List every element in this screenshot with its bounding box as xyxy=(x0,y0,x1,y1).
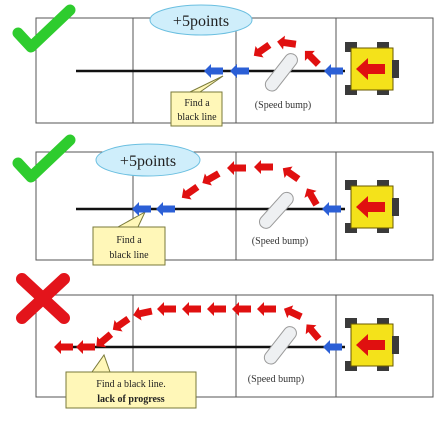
red-arrow xyxy=(207,302,226,316)
red-arrow xyxy=(91,328,116,352)
blue-arrows xyxy=(323,340,342,354)
red-arrow xyxy=(76,340,95,354)
red-arrows xyxy=(177,160,323,209)
red-arrow xyxy=(301,319,325,344)
robot xyxy=(345,42,399,95)
speed-bump xyxy=(264,53,298,92)
note-line-2: black line xyxy=(177,112,217,123)
note-box xyxy=(92,226,166,266)
blue-arrow xyxy=(230,64,249,78)
note-callout: Find a black line xyxy=(92,210,166,266)
red-arrow xyxy=(54,340,73,354)
robot xyxy=(345,318,399,371)
panel-2-frame xyxy=(35,151,434,261)
note-callout: Find a black line. lack of progress xyxy=(65,353,197,409)
points-label: +5points xyxy=(173,13,229,30)
panel-3-frame xyxy=(35,294,434,398)
red-arrow xyxy=(249,39,274,62)
panel-3: (Speed bump) Find a black line. lack of … xyxy=(16,273,434,409)
red-arrow xyxy=(108,313,133,336)
note-line-2: black line xyxy=(109,250,149,261)
speed-bump xyxy=(259,191,294,229)
red-arrow xyxy=(280,302,305,324)
points-bubble xyxy=(149,4,253,36)
red-arrow xyxy=(300,184,323,209)
check-icon xyxy=(12,4,76,53)
red-arrow xyxy=(131,304,154,322)
red-arrow xyxy=(182,302,201,316)
red-arrow xyxy=(157,302,176,316)
cross-icon xyxy=(16,273,70,324)
note-box xyxy=(65,371,197,409)
speed-bump-label: (Speed bump) xyxy=(252,236,308,247)
blue-arrow xyxy=(322,202,341,216)
check-icon xyxy=(12,134,76,183)
points-bubble xyxy=(95,143,201,177)
note-box xyxy=(170,91,223,127)
points-label: +5points xyxy=(120,153,176,170)
speed-bump-label: (Speed bump) xyxy=(248,374,304,385)
speed-bump-label: (Speed bump) xyxy=(255,100,311,111)
red-arrow xyxy=(198,167,223,190)
robot xyxy=(345,180,399,233)
red-arrow xyxy=(254,160,273,174)
red-arrow xyxy=(278,162,303,185)
speed-bump xyxy=(263,326,297,365)
panel-1: +5points (Speed bump) Find a black line xyxy=(12,4,434,127)
note-line-1: Find a xyxy=(116,235,142,246)
blue-arrow xyxy=(156,202,175,216)
red-arrow xyxy=(276,34,297,52)
note-line-2: lack of progress xyxy=(97,394,165,405)
note-line-1: Find a black line. xyxy=(96,379,165,390)
blue-arrow xyxy=(204,64,223,78)
note-line-1: Find a xyxy=(184,98,210,109)
red-arrow xyxy=(257,302,276,316)
blue-arrow xyxy=(324,64,343,78)
red-arrow xyxy=(299,45,324,70)
panel-2: +5points (Speed bump) Find a black line xyxy=(12,134,434,266)
blue-arrow xyxy=(323,340,342,354)
red-arrow xyxy=(177,181,202,204)
note-callout: Find a black line xyxy=(170,75,224,127)
red-arrow xyxy=(232,302,251,316)
